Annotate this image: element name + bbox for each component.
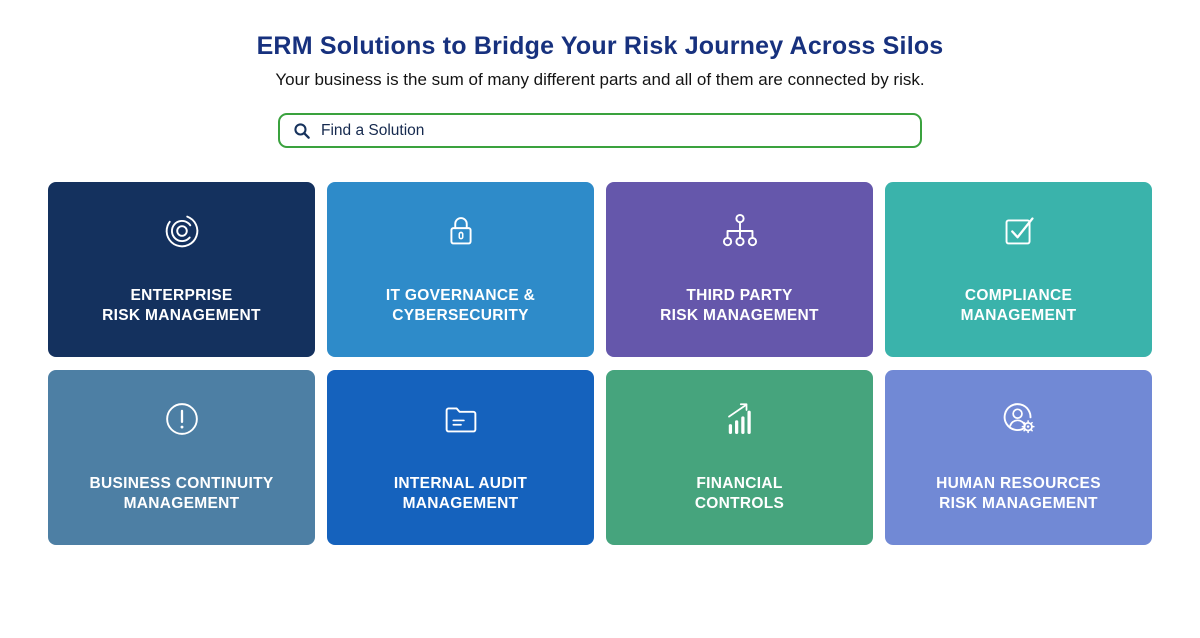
sitemap-icon xyxy=(717,208,763,254)
erm-solutions-page: ERM Solutions to Bridge Your Risk Journe… xyxy=(0,32,1200,545)
bar-chart-growth-icon xyxy=(717,396,763,442)
card-it-governance-cybersecurity[interactable]: IT GOVERNANCE &CYBERSECURITY xyxy=(327,182,594,357)
target-rings-icon xyxy=(159,208,205,254)
page-title: ERM Solutions to Bridge Your Risk Journe… xyxy=(256,32,944,60)
audit-folder-icon xyxy=(438,396,484,442)
person-gear-icon xyxy=(996,396,1042,442)
search-bar-container xyxy=(0,113,1200,148)
padlock-icon xyxy=(438,208,484,254)
checkbox-check-icon xyxy=(996,208,1042,254)
search-input[interactable] xyxy=(321,121,907,140)
search-icon xyxy=(293,122,311,140)
exclamation-circle-icon xyxy=(159,396,205,442)
page-subtitle: Your business is the sum of many differe… xyxy=(275,70,925,89)
search-box xyxy=(278,113,922,148)
card-title: IT GOVERNANCE &CYBERSECURITY xyxy=(385,287,536,324)
